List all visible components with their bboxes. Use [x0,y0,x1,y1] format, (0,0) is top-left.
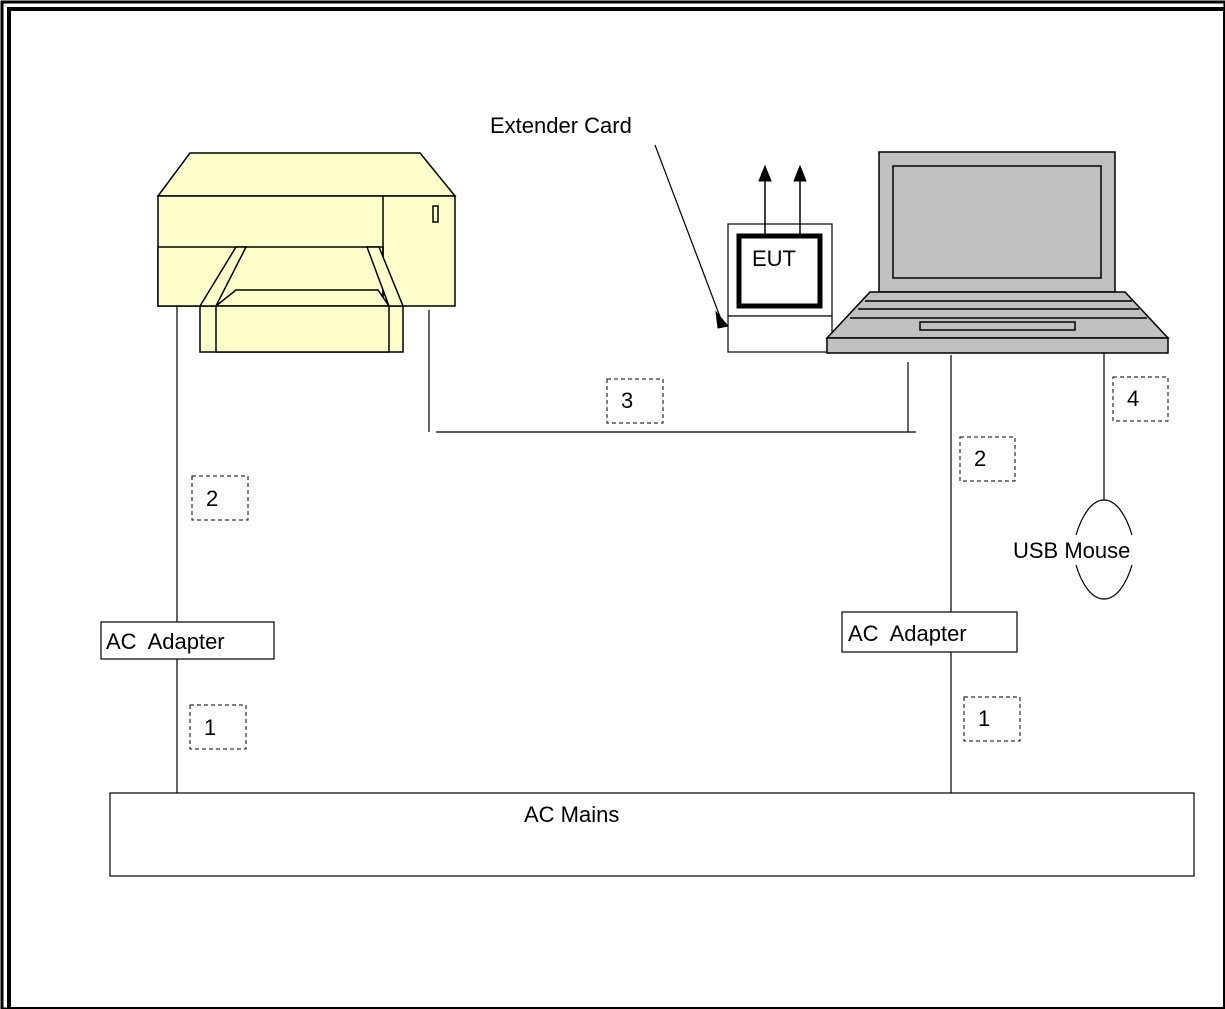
eut-module [655,145,832,352]
cable-tag-mouse [1113,377,1168,421]
ac-mains-box [110,793,1194,876]
cable-tag-laptop-power [960,437,1015,481]
ac-mains-label: AC Mains [524,802,619,827]
cable-tag-printer-power [192,476,248,520]
cable-id-laptop-power: 2 [974,446,986,471]
cable-id-printer-laptop: 3 [621,388,633,413]
usb-mouse-label: USB Mouse [1013,538,1130,563]
cable-id-mouse: 4 [1127,386,1139,411]
cable-tag-printer-laptop [607,379,663,423]
ac-adapter-left-label: AC Adapter [106,629,225,654]
laptop-icon [827,152,1168,353]
cable-tag-printer-mains [190,705,246,749]
cable-id-printer-power: 2 [206,486,218,511]
cables [177,306,1104,793]
eut-label: EUT [752,246,796,271]
cable-id-printer-mains: 1 [204,715,216,740]
extender-card-label: Extender Card [490,113,632,138]
cable-tag-laptop-mains [964,697,1020,741]
printer-icon [158,153,455,352]
cable-id-laptop-mains: 1 [978,706,990,731]
ac-adapter-right-label: AC Adapter [848,621,967,646]
